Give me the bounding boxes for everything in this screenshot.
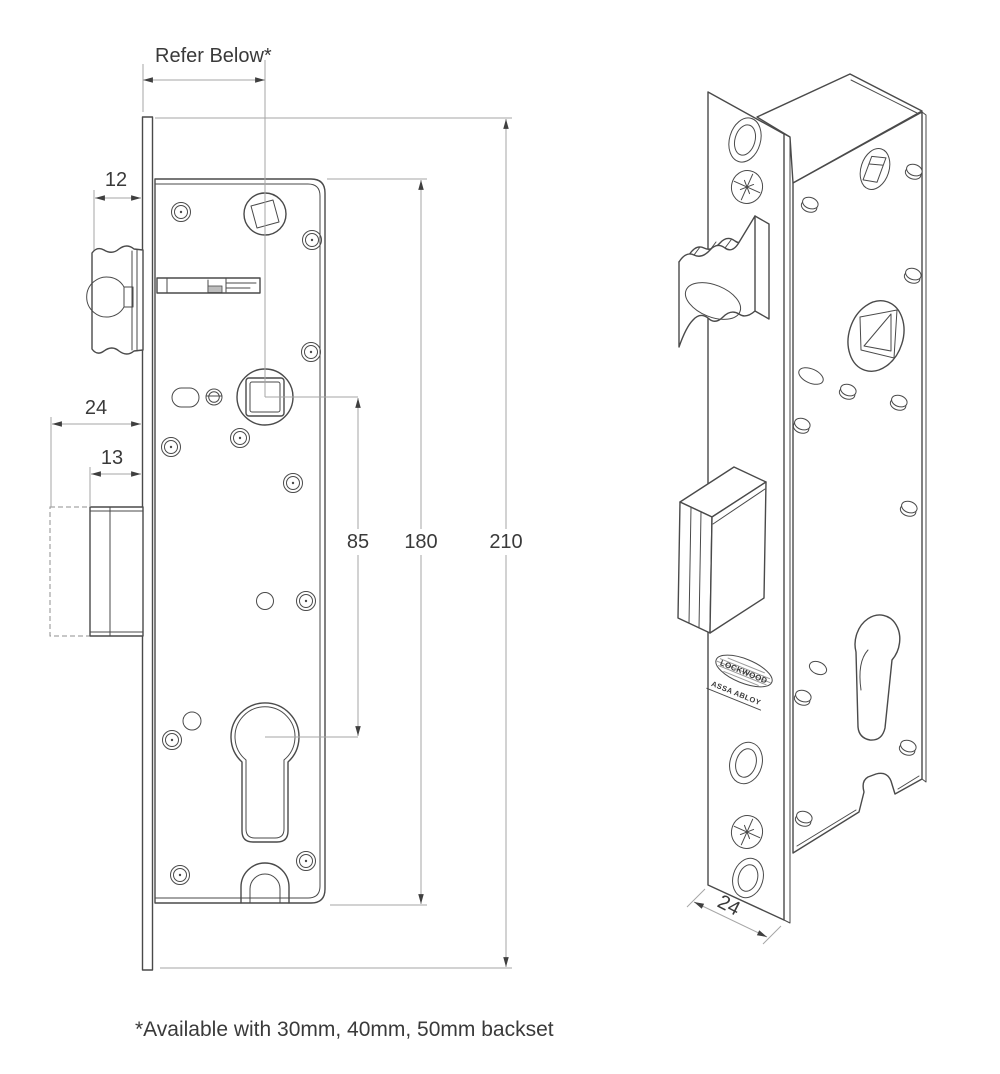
lock-case-fold-line xyxy=(154,183,321,899)
dimension-24-deadbolt-total-throw: 24 xyxy=(50,397,141,507)
bottom-notch xyxy=(240,862,290,904)
spindle-hub-iso xyxy=(847,300,905,372)
dimension-180-case-height: 180 xyxy=(327,178,440,906)
isometric-view: LOCKWOOD ASSA ABLOY 24 xyxy=(677,73,927,945)
dim-label-13: 13 xyxy=(101,447,123,469)
latch-bolt xyxy=(86,245,144,355)
small-oval-slot-iso xyxy=(808,660,828,676)
faceplate-screw-top xyxy=(730,170,764,204)
euro-cylinder-cutout xyxy=(230,702,300,843)
latch-thumb-depression xyxy=(684,282,742,320)
case-bottom-fold xyxy=(796,775,920,847)
top-hub-iso xyxy=(859,148,891,190)
faceplate-hole-bottom xyxy=(732,857,764,899)
backset-label: Refer Below* xyxy=(155,45,272,67)
dimension-85-hub-to-cylinder: 85 xyxy=(344,398,372,736)
case-right-thickness xyxy=(921,111,927,783)
rivets xyxy=(161,202,322,885)
dimension-12-latch-projection: 12 xyxy=(93,169,141,250)
plain-hole xyxy=(182,711,202,731)
footnote: *Available with 30mm, 40mm, 50mm backset xyxy=(135,1018,554,1041)
latch-slide xyxy=(156,277,261,294)
faceplate-thickness xyxy=(783,133,791,924)
plain-hole xyxy=(256,592,274,610)
faceplate-hole-top xyxy=(728,117,762,163)
stop-screw xyxy=(205,388,223,406)
dimension-210-faceplate-height: 210 xyxy=(155,117,525,969)
latch-bolt-iso xyxy=(678,215,770,348)
deadbolt-iso xyxy=(677,466,767,634)
lock-case-outline xyxy=(154,178,326,904)
latch-tongue xyxy=(86,276,125,318)
dim-label-210: 210 xyxy=(489,531,522,553)
oval-slot-iso xyxy=(798,367,824,385)
front-view: Refer Below* 12 24 13 85 xyxy=(49,45,525,971)
dim-label-85: 85 xyxy=(347,531,369,553)
oval-slot xyxy=(171,387,200,408)
faceplate-hole-mid xyxy=(729,741,763,785)
faceplate-screw-bottom xyxy=(730,815,764,849)
dimension-backset-refer-below: Refer Below* xyxy=(142,45,272,397)
faceplate-edge xyxy=(141,116,154,971)
deadbolt xyxy=(89,506,144,637)
dim-label-12: 12 xyxy=(105,169,127,191)
dimension-13-deadbolt-throw: 13 xyxy=(89,447,141,507)
dim-label-24: 24 xyxy=(85,397,107,419)
euro-cylinder-iso xyxy=(854,614,901,741)
case-front-face xyxy=(792,111,923,854)
deadbolt-extended-outline xyxy=(49,506,91,637)
hex-rivets-iso xyxy=(792,163,923,827)
slide-shaded-segment xyxy=(207,285,223,293)
dim-label-180: 180 xyxy=(404,531,437,553)
case-top-chamfer xyxy=(850,79,918,114)
